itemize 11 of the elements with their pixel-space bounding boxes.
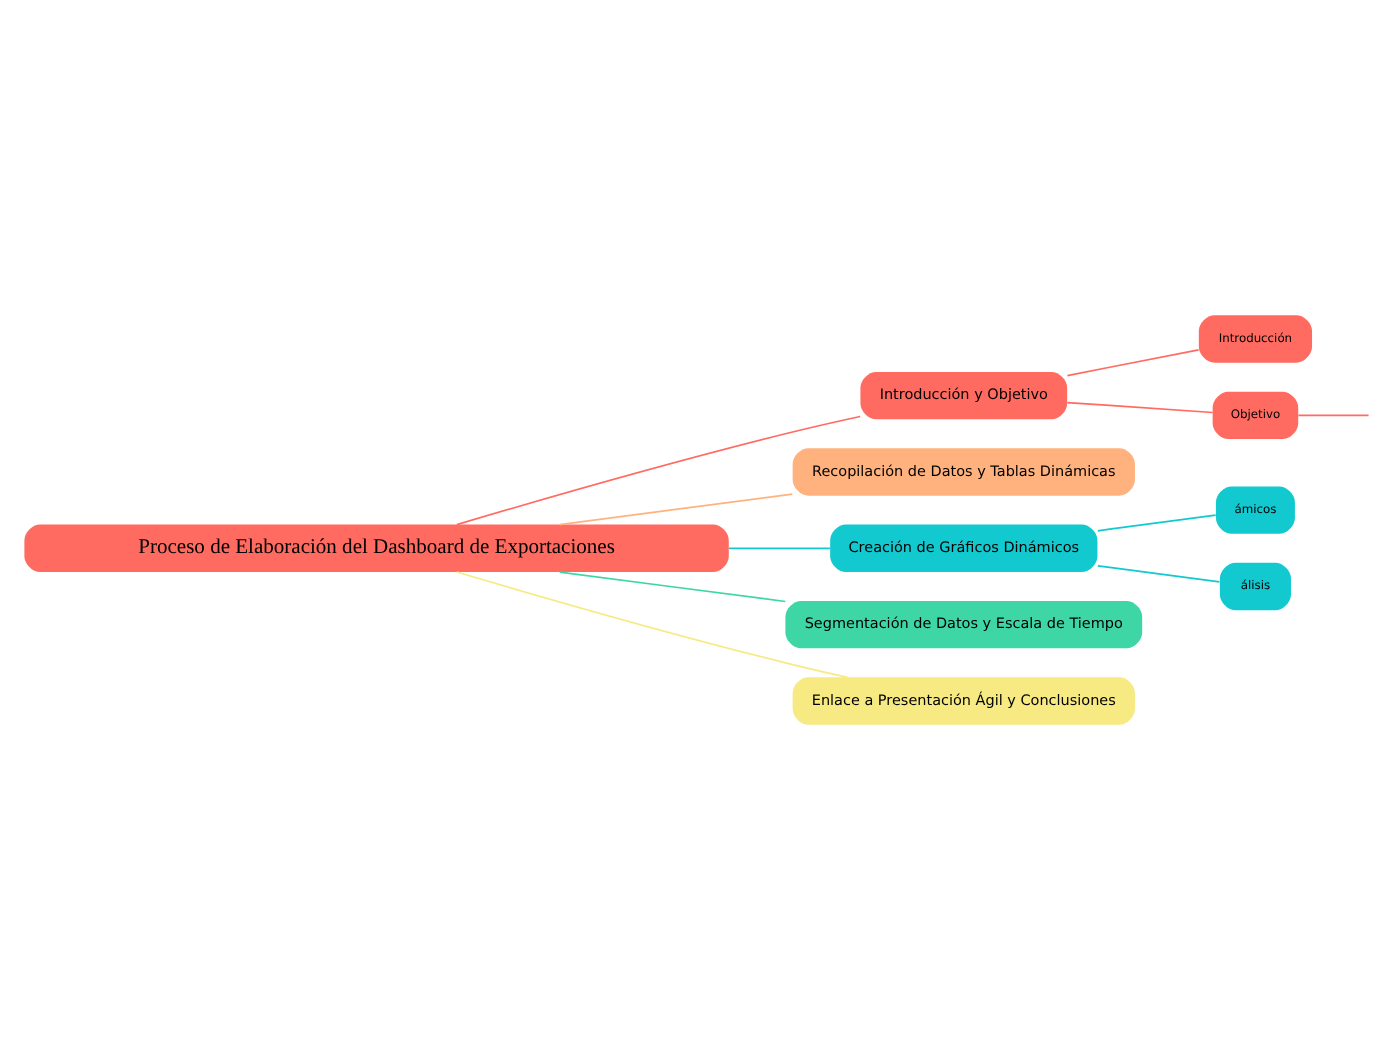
connector: [455, 415, 862, 526]
connector: [1066, 401, 1214, 414]
connector: [558, 493, 794, 526]
connector: [1297, 414, 1370, 417]
connector: [1066, 349, 1200, 377]
connector: [455, 571, 849, 679]
connector: [728, 547, 831, 550]
connector: [1096, 564, 1221, 583]
connector: [558, 571, 787, 603]
connector: [1096, 514, 1217, 532]
node-box: Proceso de Elaboración del Dashboard de Exportaciones: [24, 524, 729, 572]
